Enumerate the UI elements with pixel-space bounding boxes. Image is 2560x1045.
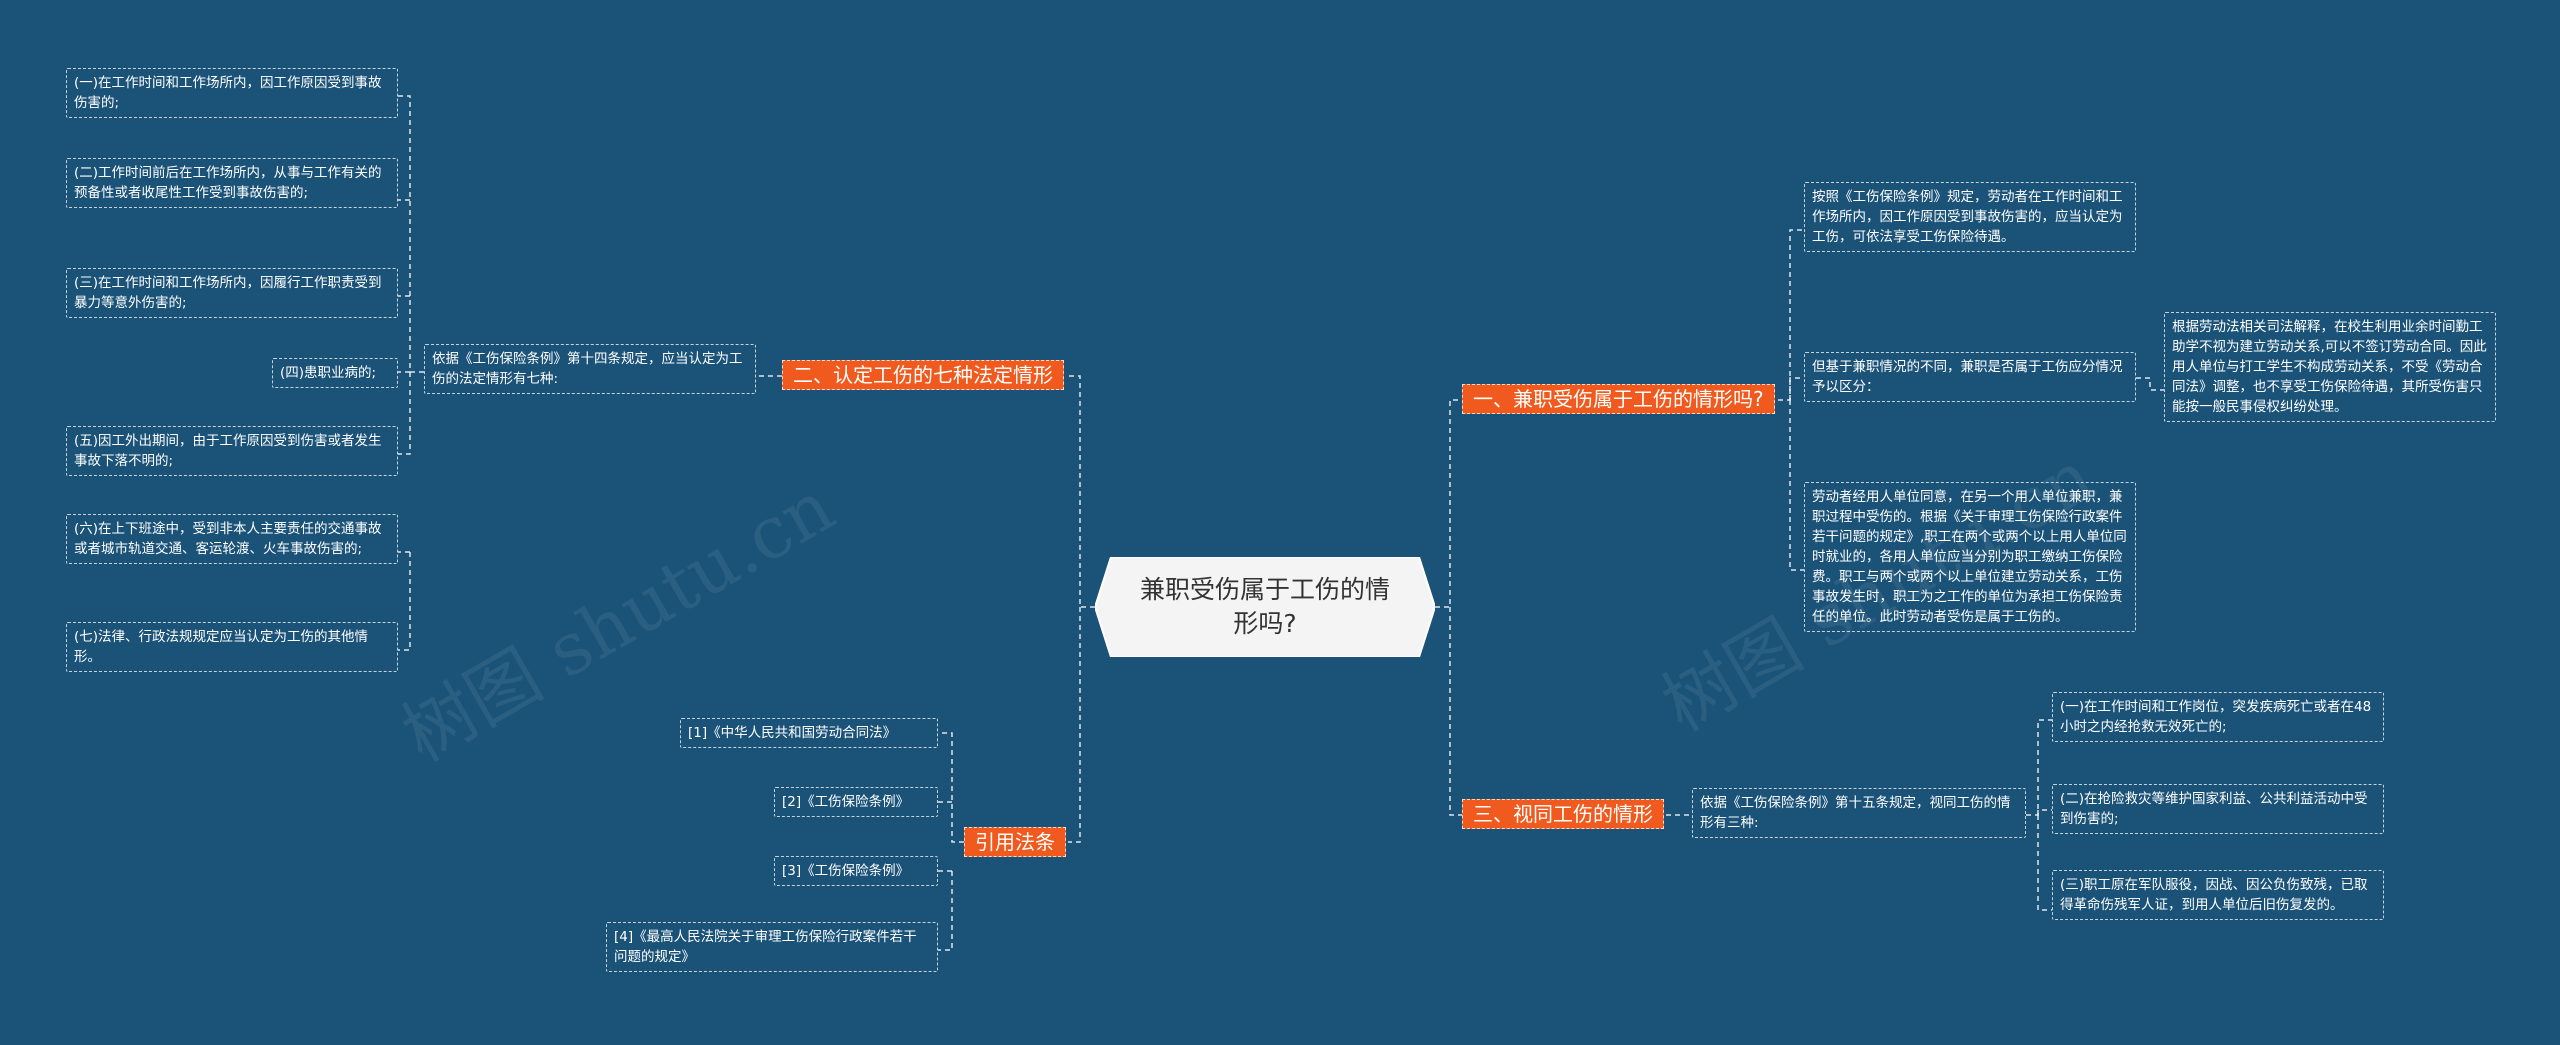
b2-intro[interactable]: 依据《工伤保险条例》第十四条规定，应当认定为工伤的法定情形有七种: <box>424 344 756 394</box>
edge-c2-sub <box>2136 377 2164 391</box>
central-topic[interactable]: 兼职受伤属于工伤的情形吗? <box>1095 557 1435 657</box>
b2-item-4[interactable]: (四)患职业病的; <box>272 358 398 388</box>
edge-b4-r1 <box>938 732 964 843</box>
b4-ref-2[interactable]: [2]《工伤保险条例》 <box>774 787 938 817</box>
b2-item-1[interactable]: (一)在工作时间和工作场所内，因工作原因受到事故伤害的; <box>66 68 398 118</box>
branch-cited-laws[interactable]: 引用法条 <box>964 827 1066 857</box>
b2-item-6[interactable]: (六)在上下班途中，受到非本人主要责任的交通事故或者城市轨道交通、客运轮渡、火车… <box>66 514 398 564</box>
branch-deemed-injury[interactable]: 三、视同工伤的情形 <box>1462 799 1664 829</box>
b3-item-2[interactable]: (二)在抢险救灾等维护国家利益、公共利益活动中受到伤害的; <box>2052 784 2384 834</box>
edge-b1-c3 <box>1789 400 1804 571</box>
branch-seven-legal-cases[interactable]: 二、认定工伤的七种法定情形 <box>782 360 1064 390</box>
branch-is-part-time-injury[interactable]: 一、兼职受伤属于工伤的情形吗? <box>1462 384 1775 414</box>
edge-b2-i5 <box>398 372 411 455</box>
b3-intro[interactable]: 依据《工伤保险条例》第十五条规定，视同工伤的情形有三种: <box>1692 788 2026 838</box>
edge-b3-i3 <box>2037 815 2052 911</box>
b3-item-3[interactable]: (三)职工原在军队服役，因战、因公负伤致残，已取得革命伤残军人证，到用人单位后旧… <box>2052 870 2384 920</box>
central-topic-shape <box>1095 557 1435 657</box>
edge-center-b2 <box>1068 375 1095 608</box>
b2-item-2[interactable]: (二)工作时间前后在工作场所内，从事与工作有关的预备性或者收尾性工作受到事故伤害… <box>66 158 398 208</box>
b2-item-7[interactable]: (七)法律、行政法规规定应当认定为工伤的其他情形。 <box>66 622 398 672</box>
edge-b2-i1 <box>398 95 424 373</box>
edge-b1-c2 <box>1789 377 1804 400</box>
edge-b2-i7 <box>398 552 411 651</box>
edge-b4-r4 <box>938 871 953 951</box>
b1-child-regulation[interactable]: 按照《工伤保险条例》规定，劳动者在工作时间和工作场所内，因工作原因受到事故伤害的… <box>1804 182 2136 252</box>
b1-sub-student-work[interactable]: 根据劳动法相关司法解释，在校生利用业余时间勤工助学不视为建立劳动关系,可以不签订… <box>2164 312 2496 422</box>
b2-item-3[interactable]: (三)在工作时间和工作场所内，因履行工作职责受到暴力等意外伤害的; <box>66 268 398 318</box>
edge-center-b4 <box>1068 607 1081 843</box>
edge-center-b1 <box>1435 399 1462 608</box>
b1-child-multi-employer[interactable]: 劳动者经用人单位同意，在另一个用人单位兼职，兼职过程中受伤的。根据《关于审理工伤… <box>1804 482 2136 632</box>
edge-center-b3 <box>1449 607 1462 816</box>
edge-b3-i2 <box>2037 809 2052 815</box>
edge-b3-i1 <box>2026 719 2052 816</box>
b4-ref-1[interactable]: [1]《中华人民共和国劳动合同法》 <box>680 718 938 748</box>
edge-b1-c1 <box>1778 229 1804 401</box>
b1-child-distinguish[interactable]: 但基于兼职情况的不同，兼职是否属于工伤应分情况予以区分： <box>1804 352 2136 402</box>
b3-item-1[interactable]: (一)在工作时间和工作岗位，突发疾病死亡或者在48小时之内经抢救无效死亡的; <box>2052 692 2384 742</box>
b2-item-5[interactable]: (五)因工外出期间，由于工作原因受到伤害或者发生事故下落不明的; <box>66 426 398 476</box>
b4-ref-3[interactable]: [3]《工伤保险条例》 <box>774 856 938 886</box>
central-topic-label: 兼职受伤属于工伤的情形吗? <box>1139 575 1390 638</box>
b4-ref-4[interactable]: [4]《最高人民法院关于审理工伤保险行政案件若干问题的规定》 <box>606 922 938 972</box>
